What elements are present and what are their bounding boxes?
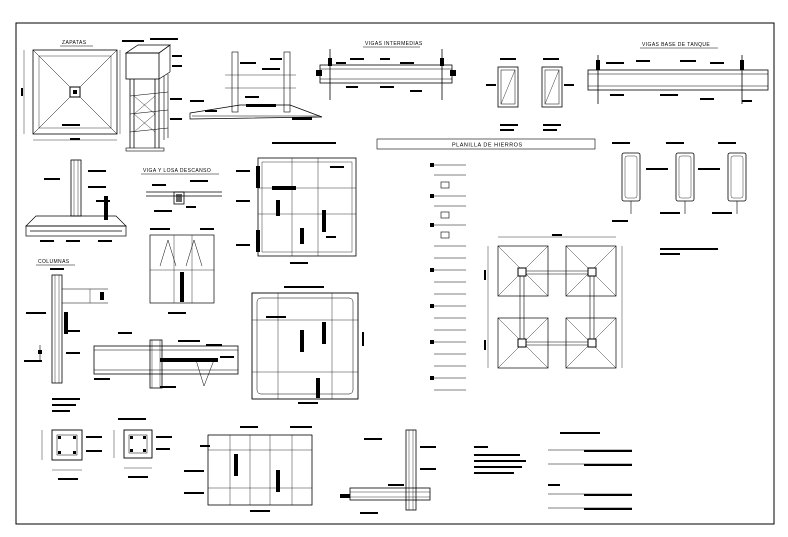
foundation-plan	[484, 234, 623, 369]
slab-rebar-plan-lower	[251, 286, 364, 404]
column-slab-joint-detail	[340, 429, 436, 514]
columnas-detail: COLUMNAS	[24, 259, 108, 384]
zapatas-title: ZAPATAS	[62, 40, 87, 46]
planilla-hierros-block: PLANILLA DE HIERROS	[376, 138, 596, 150]
stirrup-details	[612, 142, 747, 255]
vigas-intermedias-title: VIGAS INTERMEDIAS	[365, 41, 423, 47]
columnas-title: COLUMNAS	[38, 259, 70, 265]
vigas-intermedias-detail: VIGAS INTERMEDIAS	[316, 41, 456, 100]
tank-tower-elevation	[122, 38, 182, 152]
stair-elevation-detail	[149, 228, 215, 314]
sheet-border	[15, 22, 775, 525]
beam-column-junction-detail	[93, 332, 239, 389]
bottom-slab-plan	[184, 426, 313, 512]
viga-losa-descanso-title: VIGA Y LOSA DESCANSO	[143, 168, 211, 174]
column-cross-sections	[41, 398, 172, 480]
viga-losa-descanso-detail: VIGA Y LOSA DESCANSO	[141, 168, 222, 212]
slab-rebar-plan-upper	[236, 142, 357, 264]
planilla-hierros-title: PLANILLA DE HIERROS	[452, 143, 523, 149]
beam-sections-center	[486, 58, 574, 131]
rebar-schedule-list	[430, 163, 466, 391]
column-base-elevation	[25, 159, 127, 242]
notes-legend-block	[474, 432, 632, 510]
vigas-base-tanque-title: VIGAS BASE DE TANQUE	[642, 42, 710, 48]
zapatas-plan-detail: ZAPATAS	[21, 40, 121, 141]
footing-section-detail	[189, 51, 323, 120]
vigas-base-tanque-detail: VIGAS BASE DE TANQUE	[587, 42, 769, 104]
